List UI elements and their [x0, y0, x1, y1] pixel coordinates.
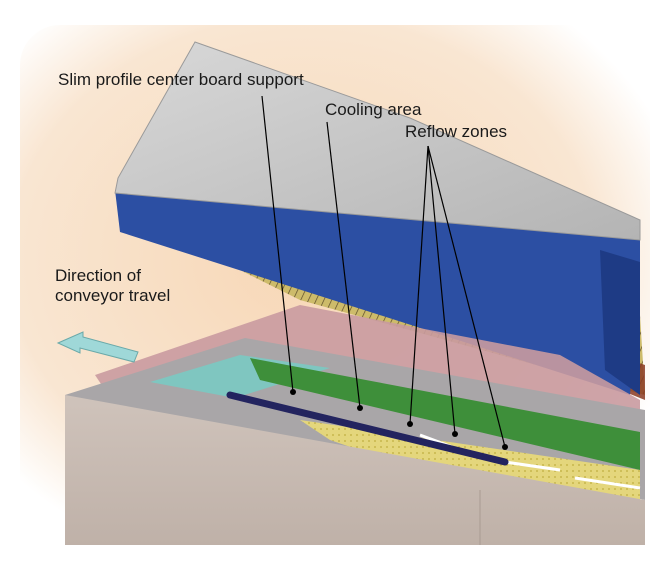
direction-arrow-icon: [56, 331, 139, 363]
callout-dots: [290, 389, 508, 450]
lid-top: [114, 41, 641, 241]
direction-label-line1: Direction of: [55, 266, 141, 285]
green-rail: [250, 358, 640, 470]
board-support-label: Slim profile center board support: [58, 70, 304, 89]
panel-divider: [574, 476, 641, 490]
reflow-zones-label: Reflow zones: [405, 122, 508, 141]
cooling-area-label: Cooling area: [325, 100, 422, 119]
board-support-bar: [226, 391, 509, 466]
direction-label-line2: conveyor travel: [55, 286, 171, 305]
lid-blue-band-shade: [600, 250, 640, 395]
callout-lines: [261, 95, 506, 448]
conveyor-direction-label: Direction of conveyor travel: [55, 266, 170, 306]
oven-body: [65, 395, 645, 545]
lid-blue-band: [115, 190, 640, 395]
panel-divider: [504, 460, 561, 472]
